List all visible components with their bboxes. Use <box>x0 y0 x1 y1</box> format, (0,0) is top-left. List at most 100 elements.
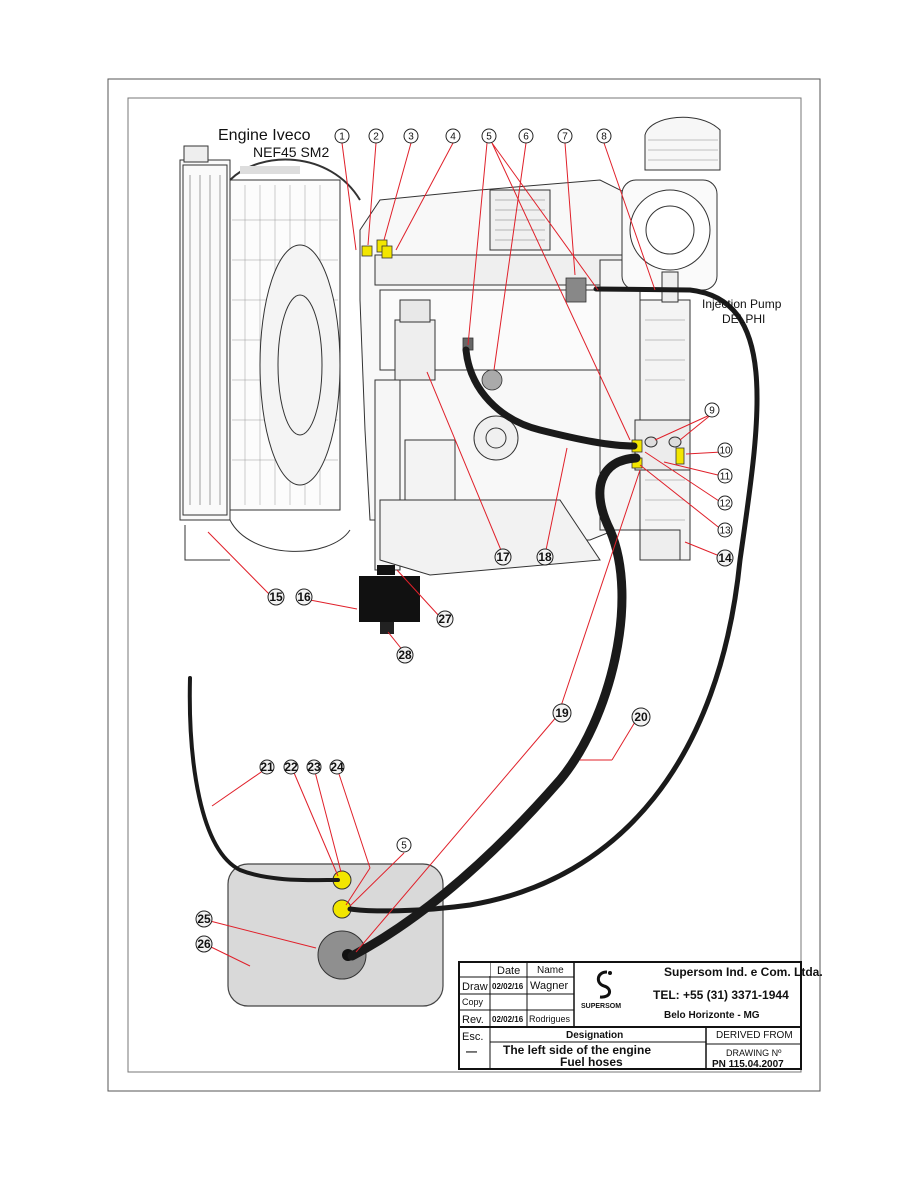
callout-number-23: 23 <box>307 760 321 774</box>
hose-19 <box>347 453 641 961</box>
callout-circle-28 <box>396 646 414 664</box>
tb-rev-name: Rodrigues <box>529 1014 571 1024</box>
callout-number-26: 26 <box>197 937 211 951</box>
callout-circle-12 <box>717 495 733 511</box>
callout-number-12: 12 <box>719 499 731 510</box>
callout-circle-10 <box>717 442 733 458</box>
tb-drawing-number: PN 115.04.2007 <box>712 1059 784 1070</box>
tb-draw-date: 02/02/16 <box>492 982 524 991</box>
callout-number-28: 28 <box>398 648 412 662</box>
callout-number-10: 10 <box>719 446 731 457</box>
tb-derived-label: DERIVED FROM <box>716 1030 793 1041</box>
supersom-logo-icon <box>596 970 612 999</box>
tb-draw-name: Wagner <box>530 980 568 992</box>
tb-designation-label: Designation <box>566 1030 623 1041</box>
callout-circle-16 <box>295 588 313 606</box>
callout-circle-24 <box>329 759 345 775</box>
callout-circle-7 <box>557 128 573 144</box>
fuel-hoses <box>187 286 760 961</box>
callout-circle-13 <box>717 522 733 538</box>
callout-number-5: 5 <box>401 841 407 852</box>
callout-number-6: 6 <box>523 132 529 143</box>
callout-number-22: 22 <box>284 760 298 774</box>
tb-city: Belo Horizonte - MG <box>664 1010 760 1021</box>
tb-designation-line1: The left side of the engine <box>503 1043 651 1057</box>
callout-circle-6 <box>518 128 534 144</box>
hose-21 <box>187 676 340 883</box>
callout-circle-21 <box>259 759 275 775</box>
tb-rev-date: 02/02/16 <box>492 1015 524 1024</box>
callout-circle-20 <box>631 707 651 727</box>
hose-20 <box>347 286 760 914</box>
callout-circle-3 <box>403 128 419 144</box>
outer-frame <box>107 78 821 1092</box>
callout-circle-22 <box>283 759 299 775</box>
callout-number-8: 8 <box>601 132 607 143</box>
engine-title-line2: NEF45 SM2 <box>253 144 329 160</box>
tb-drawing-label: DRAWING Nº <box>726 1048 782 1058</box>
leader-lines <box>207 142 723 967</box>
callout-number-14: 14 <box>718 551 732 565</box>
radiator <box>179 159 231 521</box>
tb-designation-line2: Fuel hoses <box>560 1055 623 1069</box>
pre-filter-top-fitting <box>377 565 395 575</box>
callout-circle-25 <box>195 910 213 928</box>
tb-esc-value: — <box>466 1046 477 1058</box>
callout-number-7: 7 <box>562 132 568 143</box>
callout-circle-17 <box>494 548 512 566</box>
callout-number-13: 13 <box>719 526 731 537</box>
callout-number-20: 20 <box>634 710 648 724</box>
tb-phone: TEL: +55 (31) 3371-1944 <box>653 988 789 1002</box>
callout-number-15: 15 <box>269 590 283 604</box>
callout-circle-4 <box>445 128 461 144</box>
callout-number-17: 17 <box>496 550 510 564</box>
callout-circle-26 <box>195 935 213 953</box>
engine-title-line1: Engine Iveco <box>218 127 311 144</box>
callout-circle-18 <box>536 548 554 566</box>
injection-pump-label: Injection Pump <box>702 297 782 311</box>
callout-circle-11 <box>717 468 733 484</box>
title-block <box>458 961 802 1070</box>
tb-draw-label: Draw <box>462 981 488 993</box>
callout-circle-5 <box>481 128 497 144</box>
callout-number-16: 16 <box>297 590 311 604</box>
callout-circle-15 <box>267 588 285 606</box>
callout-circle-1 <box>334 128 350 144</box>
callout-number-3: 3 <box>408 132 414 143</box>
inner-frame <box>127 97 802 1073</box>
callout-number-5: 5 <box>486 132 492 143</box>
callout-circle-5 <box>396 837 412 853</box>
tb-esc-label: Esc. <box>462 1031 483 1043</box>
engine-drawing <box>179 116 721 576</box>
callout-number-25: 25 <box>197 912 211 926</box>
callout-circle-2 <box>368 128 384 144</box>
tb-copy-label: Copy <box>462 997 484 1007</box>
pre-filter <box>359 576 420 622</box>
tb-mask <box>460 963 490 976</box>
tb-name-header: Name <box>537 965 564 976</box>
callout-number-1: 1 <box>339 132 345 143</box>
callout-number-9: 9 <box>709 406 715 417</box>
callout-number-27: 27 <box>438 612 452 626</box>
callout-number-19: 19 <box>555 706 569 720</box>
callout-number-24: 24 <box>330 760 344 774</box>
callout-number-18: 18 <box>538 550 552 564</box>
callout-number-21: 21 <box>260 760 274 774</box>
callout-circle-14 <box>716 549 734 567</box>
callout-number-4: 4 <box>450 132 456 143</box>
callout-circle-23 <box>306 759 322 775</box>
tb-date-header: Date <box>497 965 520 977</box>
tb-rev-label: Rev. <box>462 1014 484 1026</box>
tb-logo-text: SUPERSOM <box>581 1003 621 1010</box>
tb-company: Supersom Ind. e Com. Ltda. <box>664 965 823 979</box>
callout-circle-9 <box>704 402 720 418</box>
callout-circle-19 <box>552 703 572 723</box>
hose-filter-return <box>462 346 638 450</box>
pre-filter-bottom-fitting <box>380 622 394 634</box>
fan <box>259 244 341 486</box>
callout-number-11: 11 <box>720 472 731 483</box>
injection-pump-brand: DELPHI <box>722 312 765 326</box>
callout-number-2: 2 <box>373 132 379 143</box>
